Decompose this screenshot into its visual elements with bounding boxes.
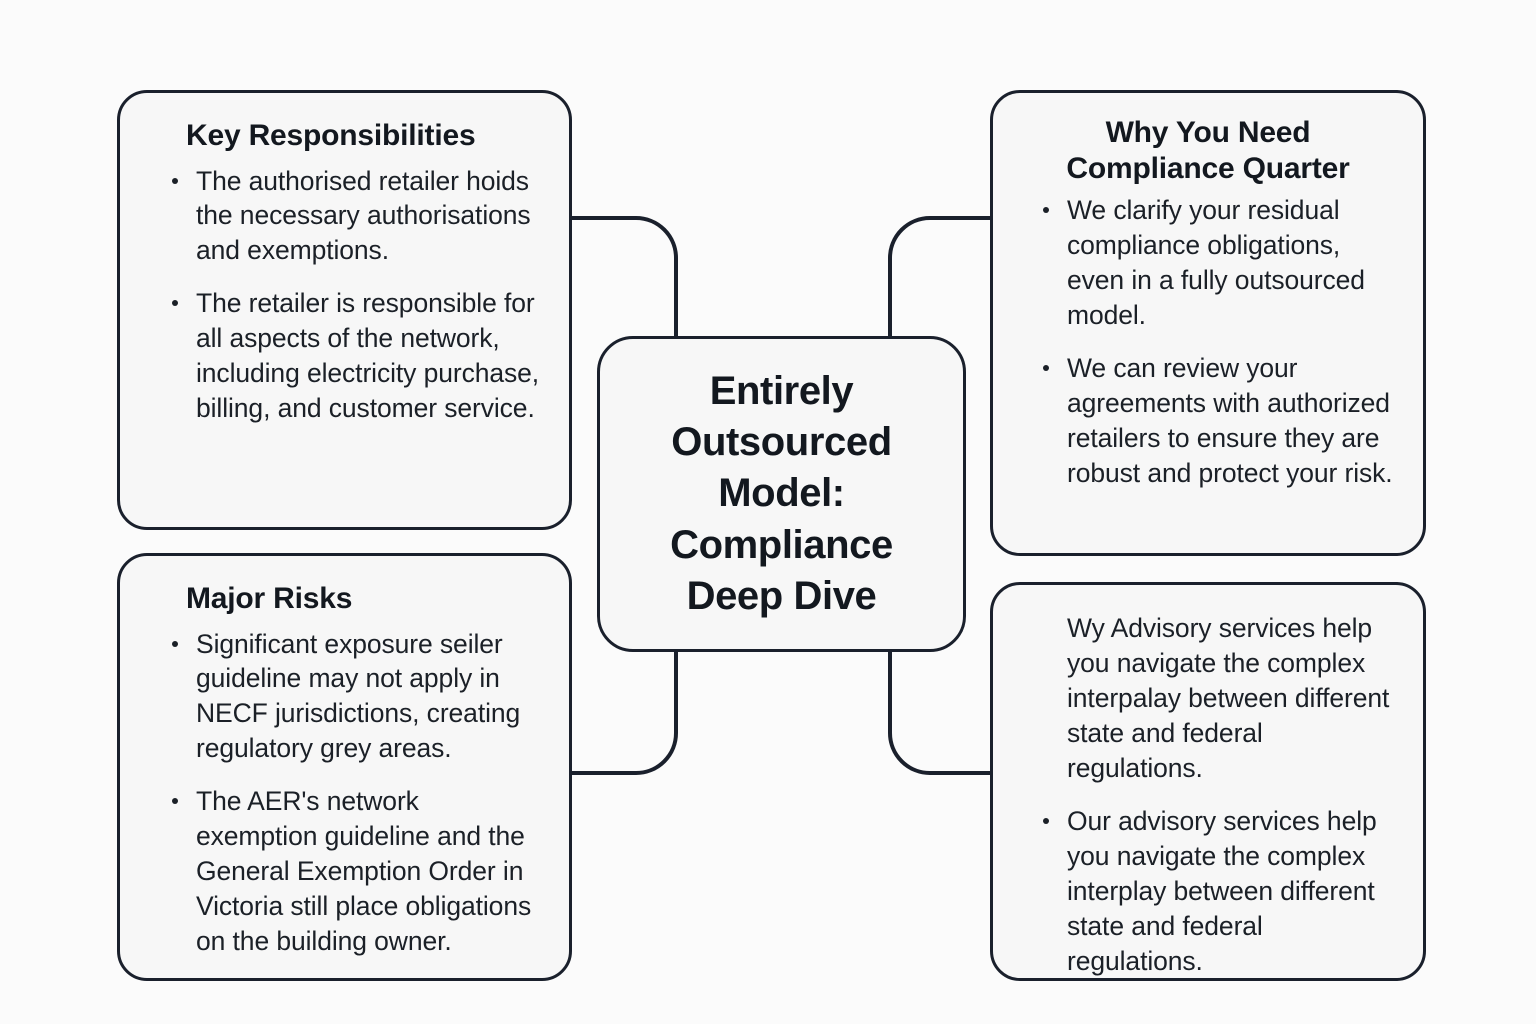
center-line-2: Outsourced <box>671 420 892 465</box>
connector-top-left <box>570 216 678 336</box>
bullet-list-why-you-need-compliance-quarter: We clarify your residual compliance obli… <box>993 193 1423 491</box>
node-key-responsibilities[interactable]: Key Responsibilities The authorised reta… <box>117 90 572 530</box>
list-item: The AER's network exemption guideline an… <box>166 784 543 959</box>
node-center[interactable]: Entirely Outsourced Model: Compliance De… <box>597 336 966 652</box>
bullet-list-major-risks: Significant exposure seiler guideline ma… <box>120 627 569 960</box>
list-item: We can review your agreements with autho… <box>1037 351 1401 491</box>
list-item: We clarify your residual compliance obli… <box>1037 193 1401 333</box>
node-advisory-services[interactable]: Wy Advisory services help you navigate t… <box>990 582 1426 981</box>
list-item: Our advisory services help you navigate … <box>1037 804 1401 979</box>
connector-top-right <box>888 216 990 336</box>
center-line-5: Deep Dive <box>686 573 877 618</box>
list-item: The authorised retailer hoids the necess… <box>166 164 543 269</box>
bullet-list-advisory-services: Our advisory services help you navigate … <box>993 804 1423 979</box>
connector-bottom-right <box>888 652 990 775</box>
center-line-3: Model: <box>718 471 845 516</box>
center-line-1: Entirely <box>709 369 854 414</box>
connector-bottom-left <box>570 652 678 775</box>
advisory-intro-paragraph: Wy Advisory services help you navigate t… <box>1067 613 1390 783</box>
node-title-key-responsibilities: Key Responsibilities <box>186 119 476 152</box>
center-line-4: Compliance <box>670 522 893 567</box>
list-item: Significant exposure seiler guideline ma… <box>166 627 543 767</box>
node-title-major-risks: Major Risks <box>186 582 353 615</box>
bullet-list-key-responsibilities: The authorised retailer hoids the necess… <box>120 164 569 427</box>
node-why-you-need-compliance-quarter[interactable]: Why You Need Compliance Quarter We clari… <box>990 90 1426 556</box>
node-title-why-you-need-compliance-quarter: Why You Need Compliance Quarter <box>1066 116 1350 185</box>
center-node-title: Entirely Outsourced Model: Compliance De… <box>644 366 919 622</box>
list-item: The retailer is responsible for all aspe… <box>166 286 543 426</box>
node-major-risks[interactable]: Major Risks Significant exposure seiler … <box>117 553 572 981</box>
